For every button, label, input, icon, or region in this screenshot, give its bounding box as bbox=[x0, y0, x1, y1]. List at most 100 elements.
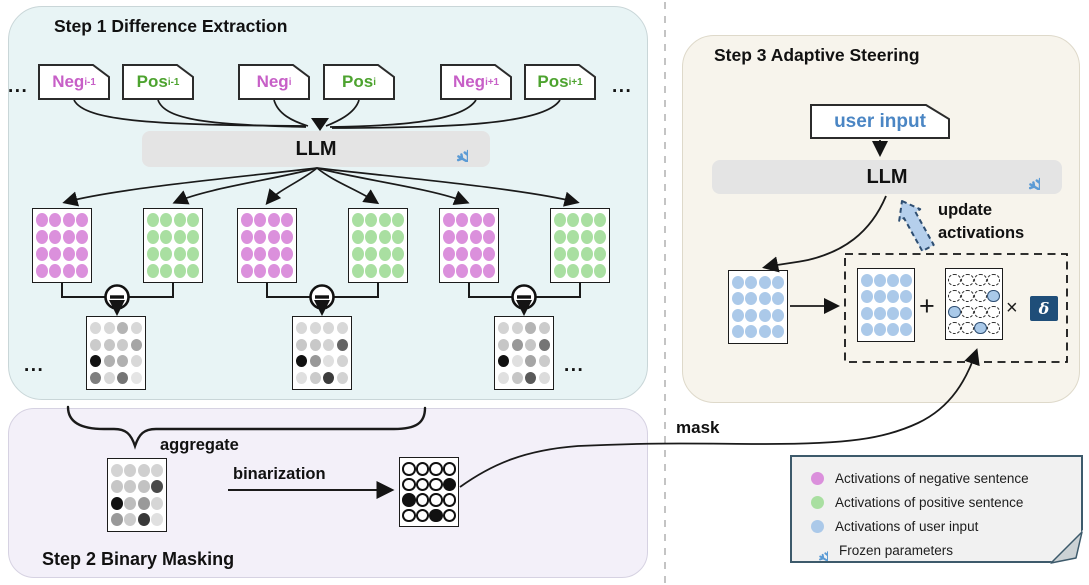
matrix-cell bbox=[90, 322, 102, 335]
matrix-cell bbox=[117, 371, 129, 384]
matrix-cell bbox=[580, 246, 593, 261]
matrix-cell bbox=[553, 230, 566, 245]
matrix-cell bbox=[110, 463, 123, 477]
legend-dot bbox=[811, 519, 824, 533]
legend-label: Frozen parameters bbox=[839, 542, 954, 558]
matrix-cell bbox=[336, 338, 348, 351]
matrix-cell bbox=[580, 213, 593, 228]
snowflake-icon bbox=[807, 540, 828, 561]
matrix-cell bbox=[336, 322, 348, 335]
matrix-cell bbox=[442, 462, 456, 476]
matrix-cell bbox=[173, 263, 186, 278]
matrix-cell bbox=[511, 338, 523, 351]
matrix-cell bbox=[117, 338, 129, 351]
matrix-cell bbox=[336, 371, 348, 384]
matrix-cell bbox=[62, 213, 75, 228]
matrix-cell bbox=[254, 263, 267, 278]
matrix-cell bbox=[948, 273, 961, 287]
difference-matrix-3 bbox=[494, 316, 554, 390]
matrix-cell bbox=[240, 213, 253, 228]
matrix-cell bbox=[146, 246, 159, 261]
matrix-cell bbox=[948, 289, 961, 303]
matrix-cell bbox=[483, 246, 496, 261]
ellipsis-left-diffs: ... bbox=[24, 355, 45, 376]
matrix-cell bbox=[886, 323, 899, 337]
matrix-cell bbox=[117, 322, 129, 335]
matrix-cell bbox=[103, 371, 115, 384]
matrix-cell bbox=[442, 508, 456, 522]
doc-outline bbox=[38, 64, 110, 100]
matrix-cell bbox=[948, 321, 961, 335]
matrix-cell bbox=[525, 371, 537, 384]
matrix-cell bbox=[415, 508, 429, 522]
matrix-cell bbox=[160, 263, 173, 278]
llm-label: LLM bbox=[866, 165, 908, 188]
legend-label: Activations of negative sentence bbox=[835, 470, 1029, 486]
matrix-cell bbox=[146, 263, 159, 278]
matrix-cell bbox=[124, 480, 137, 494]
matrix-cell bbox=[974, 273, 987, 287]
user-input-doc: user input bbox=[810, 104, 950, 139]
matrix-cell bbox=[415, 477, 429, 491]
matrix-cell bbox=[745, 325, 758, 339]
matrix-cell bbox=[110, 513, 123, 527]
matrix-cell bbox=[758, 275, 771, 289]
matrix-cell bbox=[429, 462, 443, 476]
matrix-cell bbox=[456, 246, 469, 261]
matrix-cell bbox=[281, 213, 294, 228]
matrix-cell bbox=[567, 213, 580, 228]
ellipsis-right-docs: ... bbox=[612, 76, 633, 97]
matrix-cell bbox=[323, 371, 335, 384]
matrix-cell bbox=[553, 213, 566, 228]
matrix-cell bbox=[103, 322, 115, 335]
matrix-cell bbox=[731, 292, 744, 306]
matrix-cell bbox=[860, 290, 873, 304]
matrix-cell bbox=[365, 246, 378, 261]
matrix-cell bbox=[309, 355, 321, 368]
matrix-cell bbox=[240, 263, 253, 278]
matrix-cell bbox=[130, 355, 142, 368]
matrix-cell bbox=[456, 263, 469, 278]
matrix-cell bbox=[117, 355, 129, 368]
matrix-cell bbox=[35, 246, 48, 261]
matrix-cell bbox=[886, 273, 899, 287]
matrix-cell bbox=[254, 230, 267, 245]
step1-title: Step 1 Difference Extraction bbox=[54, 16, 288, 36]
matrix-cell bbox=[124, 513, 137, 527]
matrix-cell bbox=[772, 275, 785, 289]
matrix-cell bbox=[498, 355, 510, 368]
neg-activation-matrix-2 bbox=[237, 208, 297, 283]
matrix-cell bbox=[594, 246, 607, 261]
matrix-cell bbox=[731, 275, 744, 289]
matrix-cell bbox=[351, 263, 364, 278]
pos-activation-matrix-1 bbox=[143, 208, 203, 283]
matrix-cell bbox=[76, 213, 89, 228]
binarization-label: binarization bbox=[233, 465, 326, 483]
doc-outline bbox=[323, 64, 395, 100]
matrix-cell bbox=[49, 230, 62, 245]
matrix-cell bbox=[130, 338, 142, 351]
matrix-cell bbox=[323, 322, 335, 335]
user-input-label: user input bbox=[834, 110, 926, 132]
matrix-cell bbox=[860, 323, 873, 337]
matrix-cell bbox=[772, 308, 785, 322]
matrix-cell bbox=[296, 338, 308, 351]
matrix-cell bbox=[511, 322, 523, 335]
matrix-cell bbox=[76, 230, 89, 245]
matrix-cell bbox=[442, 477, 456, 491]
matrix-cell bbox=[267, 213, 280, 228]
llm-block-step3: LLM bbox=[712, 160, 1062, 194]
matrix-cell bbox=[987, 305, 1000, 319]
matrix-cell bbox=[392, 263, 405, 278]
doc-outline bbox=[440, 64, 512, 100]
times-operator: × bbox=[1006, 297, 1018, 319]
snowflake-icon bbox=[1014, 164, 1040, 190]
matrix-cell bbox=[899, 306, 912, 320]
matrix-cell bbox=[160, 213, 173, 228]
matrix-cell bbox=[886, 290, 899, 304]
matrix-cell bbox=[948, 305, 961, 319]
matrix-cell bbox=[281, 230, 294, 245]
